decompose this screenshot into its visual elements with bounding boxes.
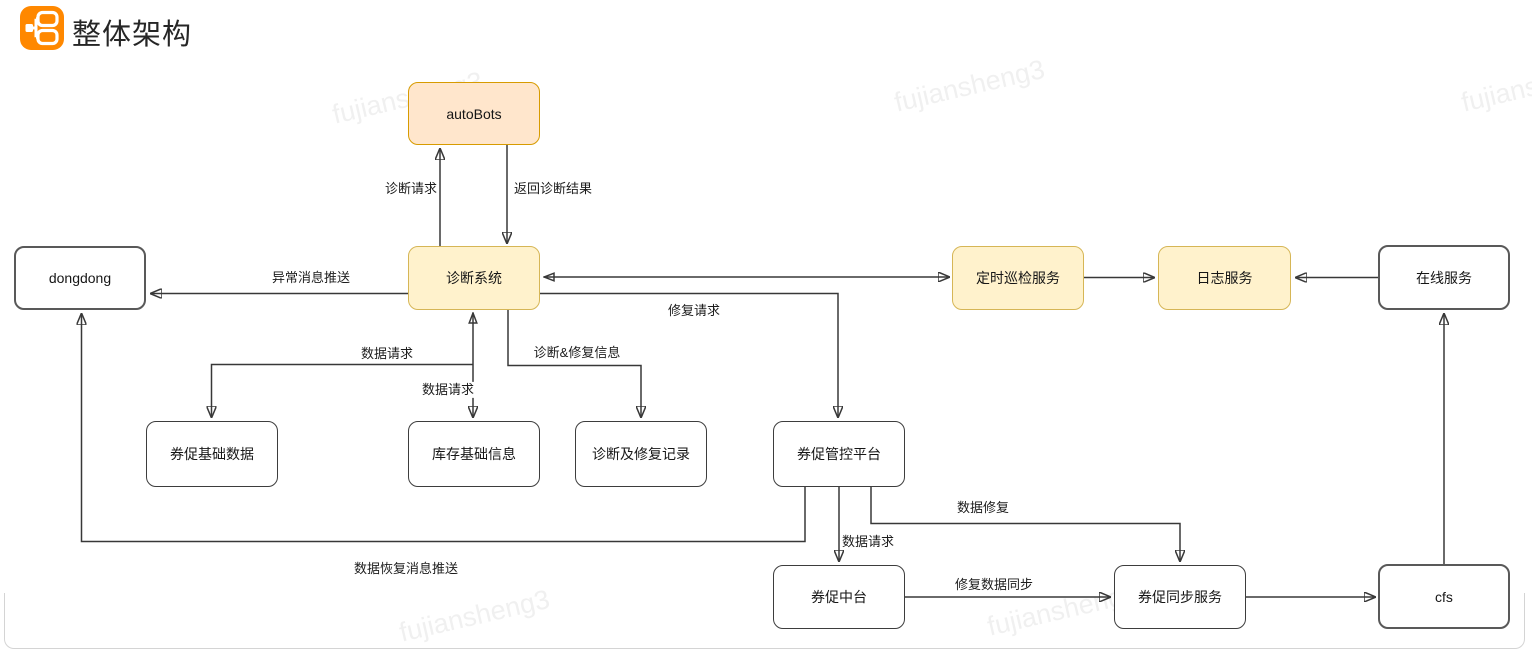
edge-label-data-request-2: 数据请求 (419, 381, 477, 399)
node-label: 定时巡检服务 (976, 270, 1060, 286)
page-title: 整体架构 (72, 19, 193, 51)
node-inventory-base-info[interactable]: 库存基础信息 (408, 421, 540, 487)
node-label: autoBots (446, 105, 502, 122)
canvas-bottom-edge (4, 593, 1525, 649)
edge-label-return-diagnosis-result: 返回诊断结果 (511, 180, 595, 198)
node-cfs[interactable]: cfs (1378, 564, 1510, 629)
node-autobots[interactable]: autoBots (408, 82, 540, 145)
node-label: 券促管控平台 (797, 446, 881, 462)
edge-label-repair-request: 修复请求 (665, 302, 723, 320)
node-label: 券促同步服务 (1138, 589, 1222, 605)
node-promo-base-data[interactable]: 券促基础数据 (146, 421, 278, 487)
edge-label-exception-message-push: 异常消息推送 (269, 269, 353, 287)
edge-label-data-recovery-message-push: 数据恢复消息推送 (351, 560, 461, 578)
node-diagnosis-system[interactable]: 诊断系统 (408, 246, 540, 310)
edge-label-data-repair: 数据修复 (954, 499, 1012, 517)
node-promo-middle-platform[interactable]: 券促中台 (773, 565, 905, 629)
node-label: 券促基础数据 (170, 446, 254, 462)
flowchart-icon (20, 6, 64, 50)
node-label: 诊断及修复记录 (592, 446, 690, 462)
edge-label-diagnosis-request: 诊断请求 (382, 180, 440, 198)
node-label: cfs (1435, 588, 1453, 605)
node-promo-sync-service[interactable]: 券促同步服务 (1114, 565, 1246, 629)
edge-label-diagnosis-repair-info: 诊断&修复信息 (531, 344, 623, 362)
node-label: 日志服务 (1196, 270, 1253, 286)
node-label: 在线服务 (1416, 269, 1472, 286)
edge-label-repair-data-sync: 修复数据同步 (952, 576, 1036, 594)
node-log-service[interactable]: 日志服务 (1158, 246, 1291, 310)
node-promo-control-platform[interactable]: 券促管控平台 (773, 421, 905, 487)
node-scheduled-inspection-service[interactable]: 定时巡检服务 (952, 246, 1084, 310)
node-online-service[interactable]: 在线服务 (1378, 245, 1510, 310)
node-label: 券促中台 (811, 589, 867, 605)
node-label: 库存基础信息 (432, 446, 516, 462)
node-diagnosis-repair-records[interactable]: 诊断及修复记录 (575, 421, 707, 487)
node-label: dongdong (48, 270, 112, 286)
edge-label-data-request-3: 数据请求 (839, 533, 897, 551)
node-label: 诊断系统 (446, 270, 502, 286)
edge-label-data-request-1: 数据请求 (358, 345, 416, 363)
node-dongdong[interactable]: dongdong (14, 246, 146, 310)
